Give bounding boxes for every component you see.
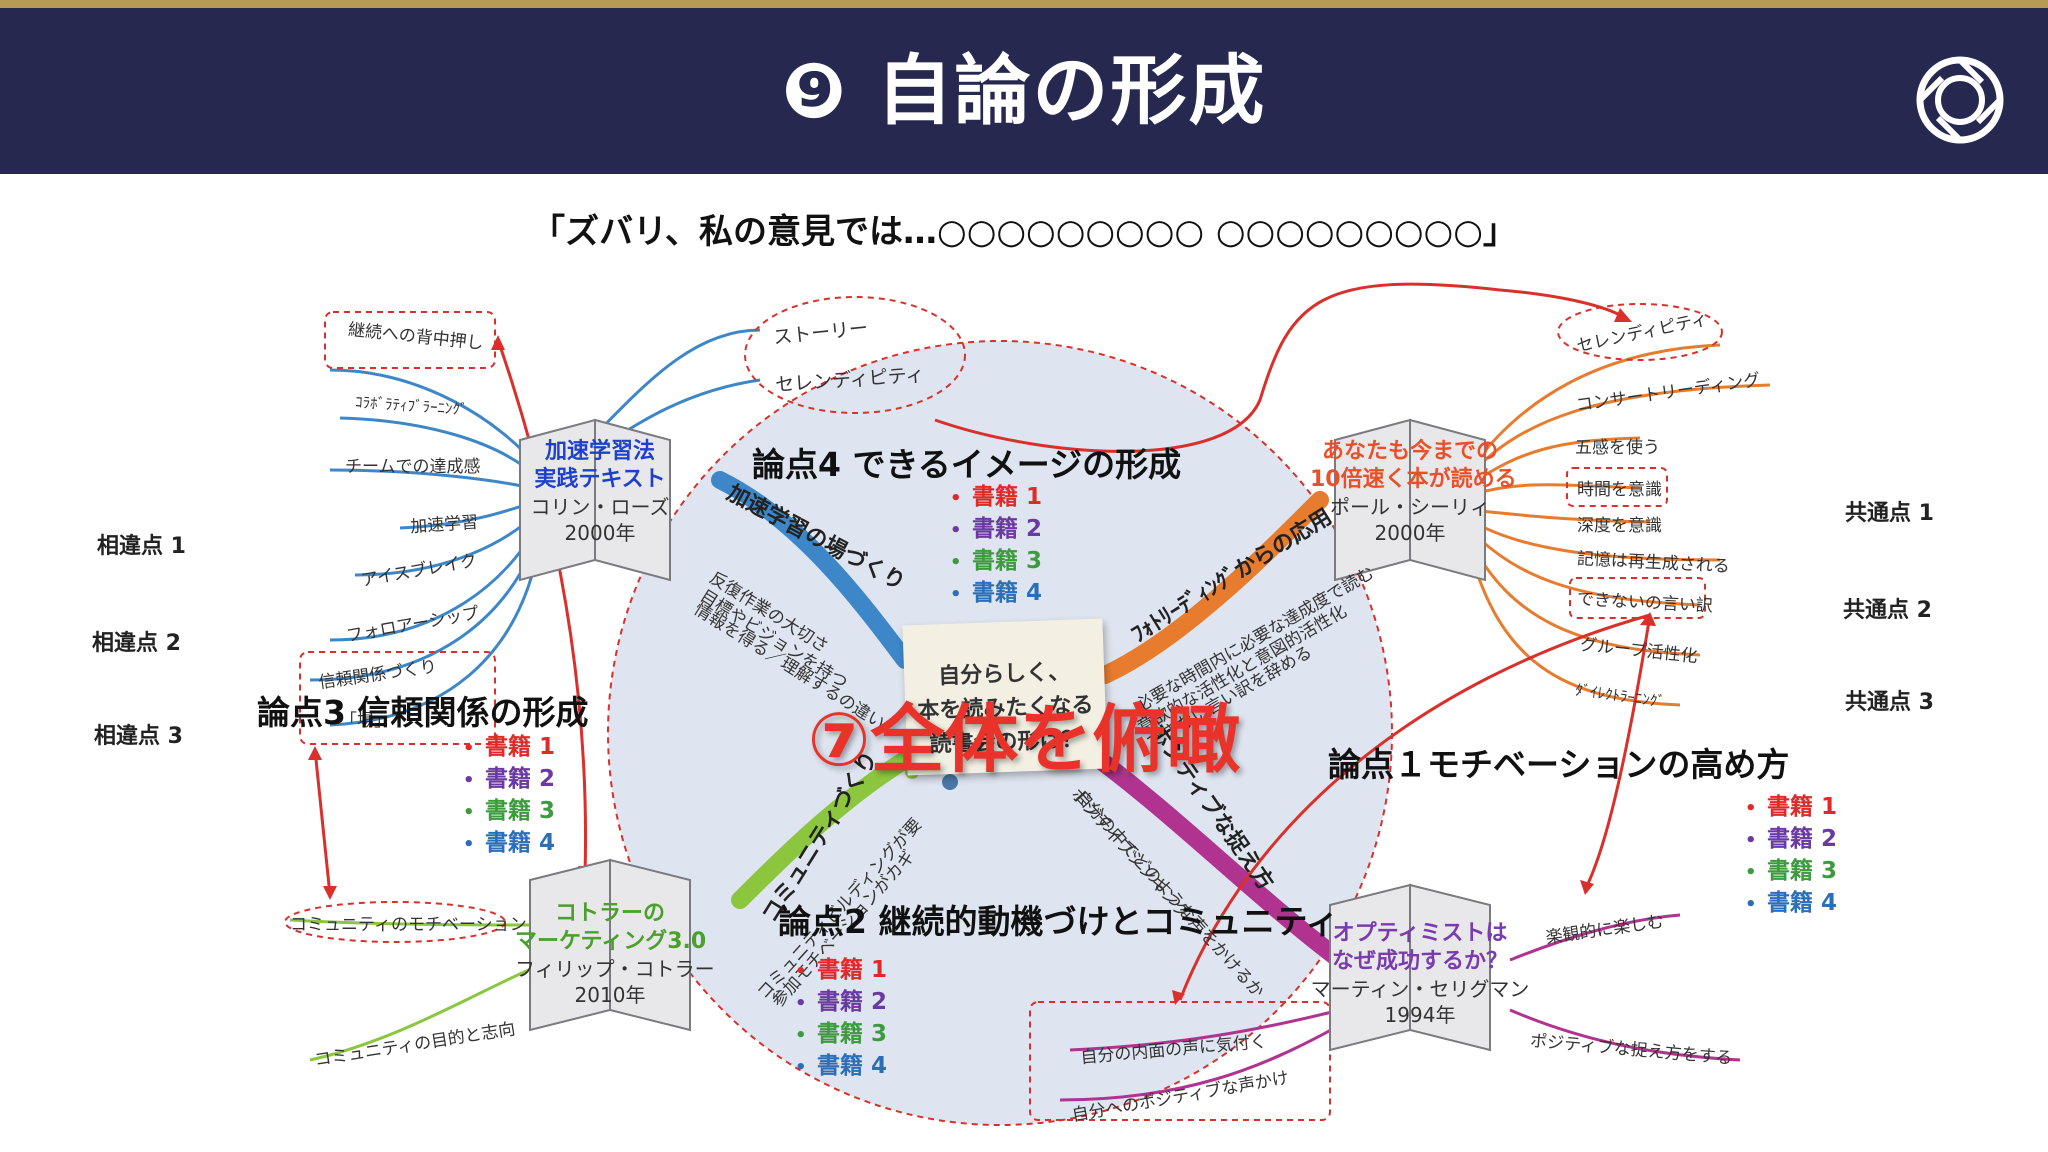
book-year: 2000年 xyxy=(1374,521,1446,545)
book-title-line2: なぜ成功するか？ xyxy=(1331,949,1508,974)
book-top-left: 加速学習法 実践テキスト コリン・ローズ 2000年 xyxy=(525,438,675,546)
book-title-line1: あなたも今までの xyxy=(1321,439,1498,464)
brand-logo-icon xyxy=(1916,56,2004,144)
difference-label: 相違点 3 xyxy=(94,724,183,749)
difference-label: 相違点 2 xyxy=(92,631,181,656)
branch-label: 時間を意識 xyxy=(1577,480,1662,500)
branch-label: コミュニティのモチベーション xyxy=(290,915,527,935)
page-title: ❾ 自論の形成 xyxy=(781,46,1267,135)
common-label: 共通点 3 xyxy=(1845,690,1934,715)
book-item: 書籍 4 xyxy=(1745,888,1837,920)
book-year: 1994年 xyxy=(1384,1003,1456,1027)
book-year: 2000年 xyxy=(564,521,636,545)
topic-heading-3: 論点3 信頼関係の形成 xyxy=(257,693,589,732)
overview-overlay-title: ⑦全体を俯瞰 xyxy=(807,697,1241,783)
branch-label: チームでの達成感 xyxy=(345,457,481,477)
book-bottom-right: オプティミストは なぜ成功するか？ マーティン・セリグマン 1994年 xyxy=(1310,920,1530,1028)
topic-heading-1: 論点１モチベーションの高め方 xyxy=(1328,745,1790,784)
header-bar: ❾ 自論の形成 xyxy=(0,8,2048,174)
branch-label: 五感を使う xyxy=(1575,438,1660,458)
book-title-line2: 実践テキスト xyxy=(534,467,666,492)
book-title-line1: コトラーの xyxy=(554,901,665,926)
book-item: 書籍 1 xyxy=(795,955,887,987)
book-bottom-left: コトラーの マーケティング3.0 フィリップ・コトラー 2010年 xyxy=(515,900,715,1008)
book-item: 書籍 3 xyxy=(463,796,555,828)
pin-icon xyxy=(942,774,958,790)
book-item: 書籍 2 xyxy=(1745,824,1837,856)
book-list-3: 書籍 1 書籍 2 書籍 3 書籍 4 xyxy=(463,732,555,860)
book-item: 書籍 2 xyxy=(463,764,555,796)
book-item: 書籍 1 xyxy=(950,482,1042,514)
branch-label: 加速学習 xyxy=(409,512,479,538)
book-author: ポール・シーリィ xyxy=(1330,495,1490,519)
book-author: マーティン・セリグマン xyxy=(1310,977,1530,1001)
book-item: 書籍 4 xyxy=(950,578,1042,610)
topic-heading-2: 論点2 継続的動機づけとコミュニティ xyxy=(778,902,1339,941)
common-label: 共通点 2 xyxy=(1843,598,1932,623)
opinion-quote: 「ズバリ、私の意見では…○○○○○○○○○ ○○○○○○○○○」 xyxy=(531,212,1517,252)
spoke-upper-right xyxy=(1096,491,1329,684)
book-top-right: あなたも今までの 10倍速く本が読める ポール・シーリィ 2000年 xyxy=(1310,438,1517,546)
common-label: 共通点 1 xyxy=(1845,501,1934,526)
book-list-2: 書籍 1 書籍 2 書籍 3 書籍 4 xyxy=(795,955,887,1083)
book-item: 書籍 3 xyxy=(795,1019,887,1051)
header-accent-line xyxy=(0,0,2048,8)
difference-label: 相違点 1 xyxy=(97,534,186,559)
book-title-line2: マーケティング3.0 xyxy=(515,929,707,954)
spoke-lower-left xyxy=(731,751,914,909)
book-item: 書籍 3 xyxy=(950,546,1042,578)
spoke-upper-left xyxy=(711,471,914,669)
book-title-line1: オプティミストは xyxy=(1332,921,1508,946)
branch-label: 「場」 xyxy=(340,711,391,731)
topic-heading-4: 論点4 できるイメージの形成 xyxy=(752,445,1182,484)
book-item: 書籍 4 xyxy=(795,1051,887,1083)
spoke-lower-right xyxy=(1091,751,1349,969)
book-title-line1: 加速学習法 xyxy=(544,439,655,464)
branch-label: 深度を意識 xyxy=(1577,516,1662,536)
book-item: 書籍 3 xyxy=(1745,856,1837,888)
book-item: 書籍 2 xyxy=(795,987,887,1019)
book-item: 書籍 4 xyxy=(463,828,555,860)
book-list-4: 書籍 1 書籍 2 書籍 3 書籍 4 xyxy=(950,482,1042,610)
book-year: 2010年 xyxy=(574,983,646,1007)
book-list-1: 書籍 1 書籍 2 書籍 3 書籍 4 xyxy=(1745,792,1837,920)
book-title-line2: 10倍速く本が読める xyxy=(1310,467,1517,492)
book-item: 書籍 1 xyxy=(1745,792,1837,824)
book-item: 書籍 2 xyxy=(950,514,1042,546)
book-author: フィリップ・コトラー xyxy=(515,957,715,981)
book-item: 書籍 1 xyxy=(463,732,555,764)
book-author: コリン・ローズ xyxy=(530,495,670,519)
